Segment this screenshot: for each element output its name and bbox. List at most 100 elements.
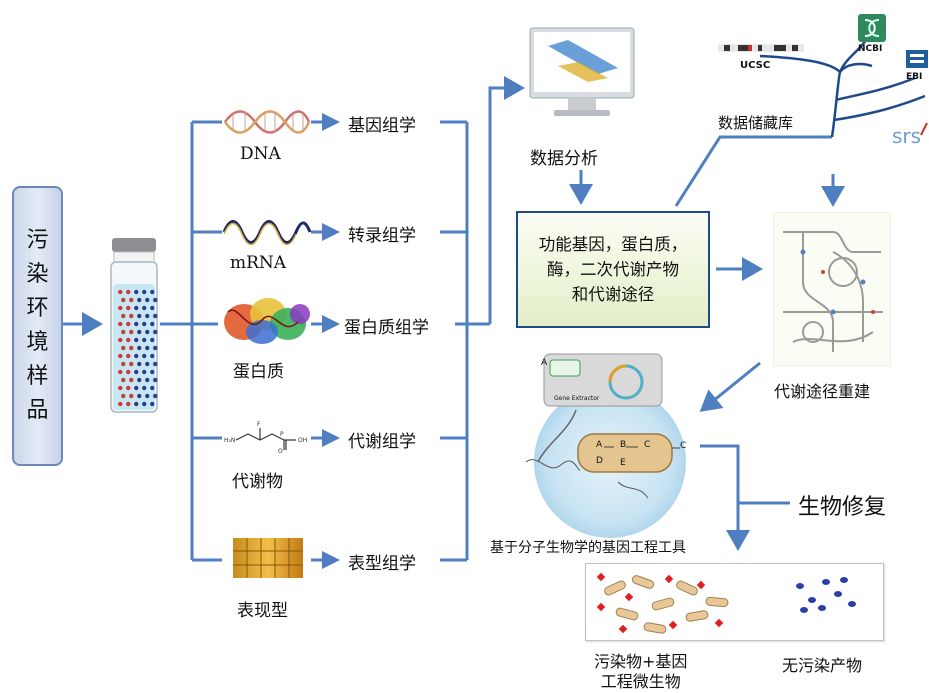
tube-particle [145,297,150,303]
pollutant-particle [618,624,628,634]
tube-particle [129,345,134,351]
tube-particle [142,289,147,295]
tube-particle [126,289,131,295]
engineered-microbe [705,596,729,608]
tube-particle [153,345,158,351]
engineered-microbes-with-pollutants-icon [596,572,856,634]
pollutant-microbe-line-1: 污染物+基因 [594,652,688,671]
clean-product-particle [796,583,804,589]
dna-icon [223,110,311,134]
pathway-node-c-external: C [680,441,687,451]
engineered-microbe [685,610,709,622]
data-analysis-label: 数据分析 [530,149,598,169]
engineered-microbe [604,580,626,596]
tube-particle [121,329,126,335]
tube-particle [153,377,158,383]
tube-particle [121,361,126,367]
tube-particle [142,321,147,327]
tube-particle [118,385,123,391]
dna-label: DNA [240,144,281,164]
tube-particle [118,289,123,295]
tube-particle [153,313,158,319]
sample-tube-icon [110,238,158,413]
clean-product-particle [808,597,816,603]
tube-particle [145,313,150,319]
tube-particle [150,321,155,327]
functional-elements-box: 功能基因，蛋白质， 酶，二次代谢产物 和代谢途径 [516,211,710,328]
pollutant-particle [596,572,606,582]
environmental-sample-box: 污 染 环 境 样 品 [12,186,63,466]
engineered-microbe [631,575,655,589]
ebi-logo [906,50,928,68]
sample-char: 污 [26,228,49,253]
arrow-tools-to-remediation [700,444,750,551]
svg-text:O: O [278,448,283,454]
protein-structure-icon [224,298,310,344]
tube-particle [118,401,123,407]
pollution-free-product-label: 无污染产物 [782,656,863,675]
tube-particle [126,401,131,407]
ncbi-logo [858,14,886,42]
tube-particle [150,401,155,407]
clean-product-particle [840,577,848,583]
clean-product-particle [848,601,856,607]
tube-particle [118,321,123,327]
function-line-2: 酶，二次代谢产物 [547,260,679,279]
clean-product-particle [822,579,830,585]
svg-text:H₂N: H₂N [224,437,235,444]
tube-particle [137,345,142,351]
clean-product-particle [818,605,826,611]
tube-particle [145,393,150,399]
pathway-node-c: C [644,440,651,450]
tube-particle [137,329,142,335]
tube-particle [153,297,158,303]
bioremediation-label: 生物修复 [798,495,887,520]
bioremediation-result-box [585,563,884,641]
engineered-microbe [643,622,667,634]
tube-particle [134,401,139,407]
srs-mark-icon [920,122,928,136]
tube-particle [150,305,155,311]
genetic-engineering-tools-illustration [525,353,686,538]
tube-particle [145,377,150,383]
pollutant-particle [664,574,674,584]
tube-particle [121,377,126,383]
tube-particle [118,305,123,311]
tube-particle [134,353,139,359]
phenotype-label: 表现型 [237,601,288,621]
pathway-node-b: B [620,440,627,450]
tube-particle [137,377,142,383]
tube-particle [150,353,155,359]
tube-particle [145,361,150,367]
sample-char: 环 [26,296,49,321]
function-line-1: 功能基因，蛋白质， [538,235,688,254]
database-label: 数据储藏库 [718,114,794,132]
mrna-icon [222,220,312,246]
metabolomics-label: 代谢组学 [348,432,416,452]
ucsc-logo [718,44,804,52]
pollutant-particle [624,592,634,602]
tube-particle [150,385,155,391]
arrow-pathway-to-tools [699,361,761,412]
ncbi-label: NCBI [858,44,883,54]
clean-product-particle [800,607,808,613]
tube-particle [134,321,139,327]
tool-node-a: A [541,358,548,368]
tube-particle [118,369,123,375]
pollutant-particle [696,580,706,590]
tube-particle [121,297,126,303]
tube-particle [134,369,139,375]
pathway-node-a: A [596,440,603,450]
tube-particle [137,361,142,367]
tube-particle [129,393,134,399]
tube-particle [142,369,147,375]
tube-particle [129,297,134,303]
tube-particle [126,385,131,391]
genetic-tools-label: 基于分子生物学的基因工程工具 [490,540,686,556]
tube-particle [129,377,134,383]
sample-char: 品 [26,398,49,423]
gene-extractor-label: Gene Extractor [554,395,600,402]
arrow-to-data-analysis [488,76,525,324]
srs-logo-label: srs [892,124,922,148]
